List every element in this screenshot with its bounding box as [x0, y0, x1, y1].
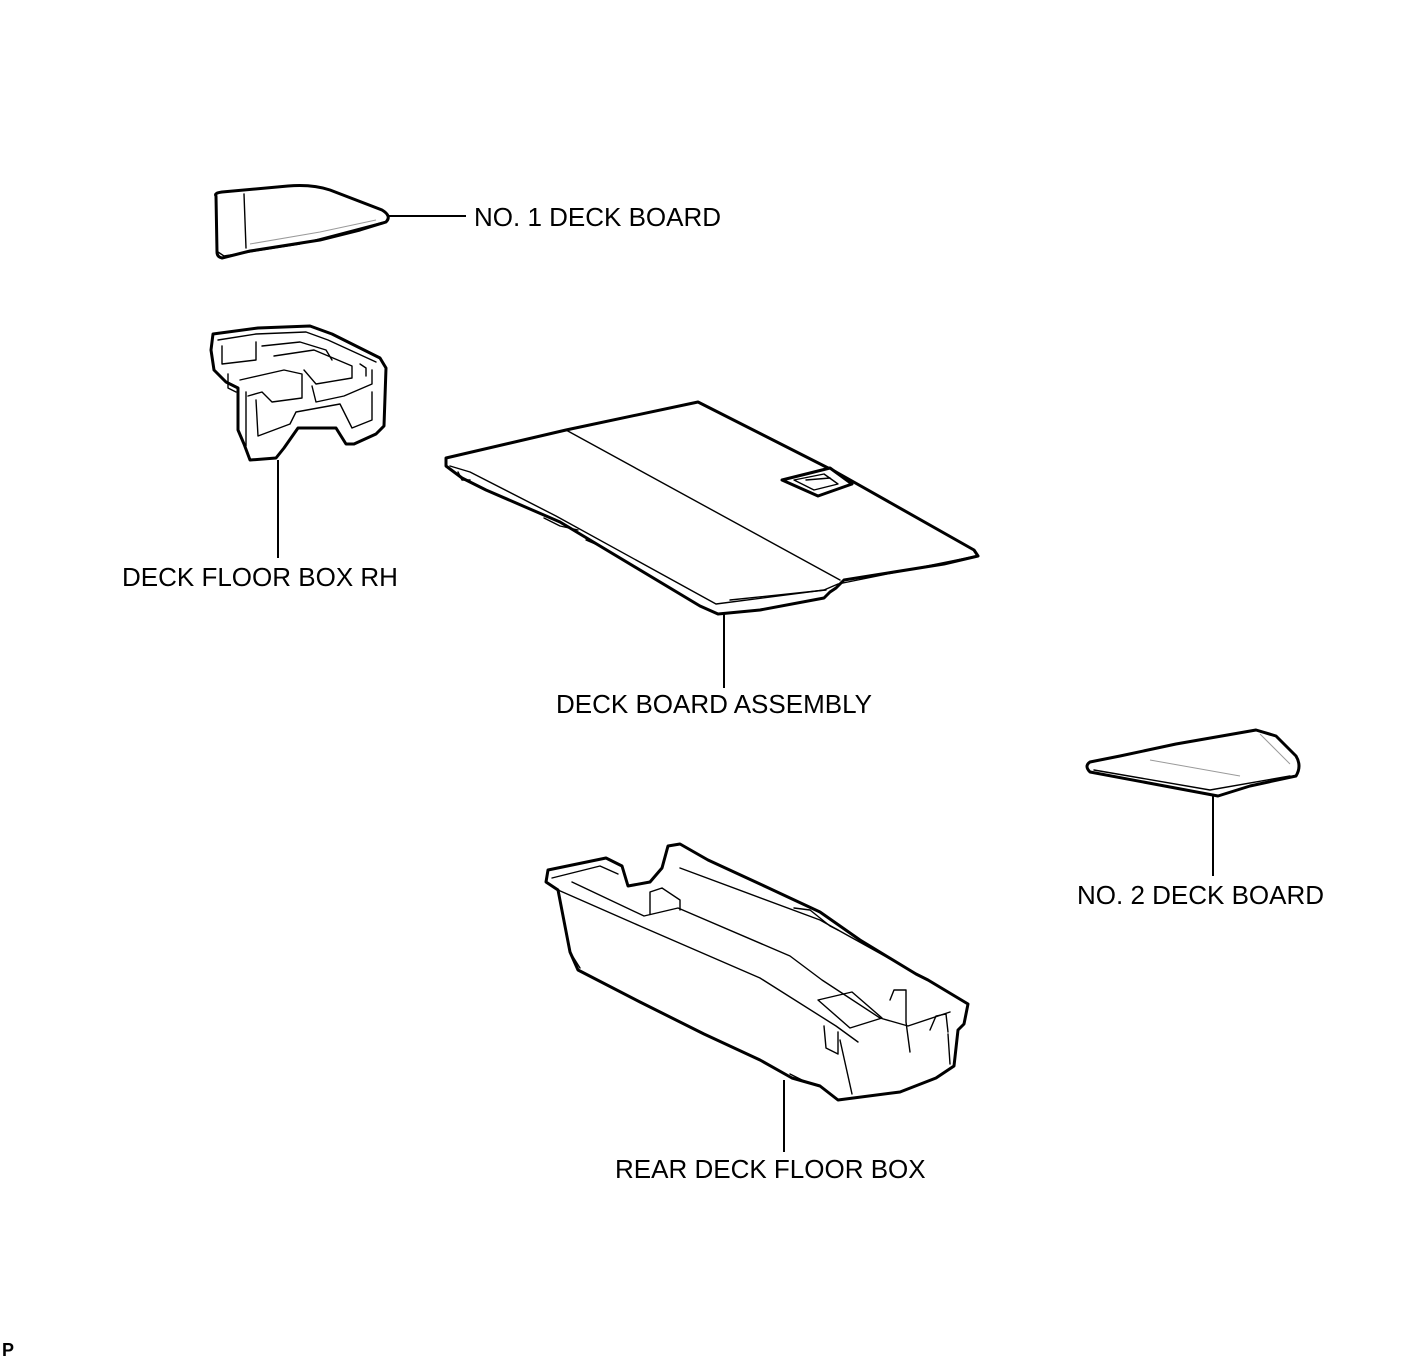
deck-board-assembly-drawing — [444, 400, 980, 616]
deck-floor-box-rh-label: DECK FLOOR BOX RH — [122, 562, 398, 592]
no1-deck-board-drawing — [214, 184, 390, 260]
rear-deck-floor-box-label: REAR DECK FLOOR BOX — [615, 1154, 926, 1184]
no2-deck-board-drawing — [1085, 728, 1301, 798]
deck-floor-box-rh-drawing — [209, 324, 388, 462]
corner-code-mark: P — [2, 1340, 14, 1360]
rear-deck-floor-box-drawing — [544, 842, 970, 1102]
no1-deck-board-label: NO. 1 DECK BOARD — [474, 202, 721, 232]
deck-board-assembly-label: DECK BOARD ASSEMBLY — [556, 689, 872, 719]
no2-deck-board-label: NO. 2 DECK BOARD — [1077, 880, 1324, 910]
